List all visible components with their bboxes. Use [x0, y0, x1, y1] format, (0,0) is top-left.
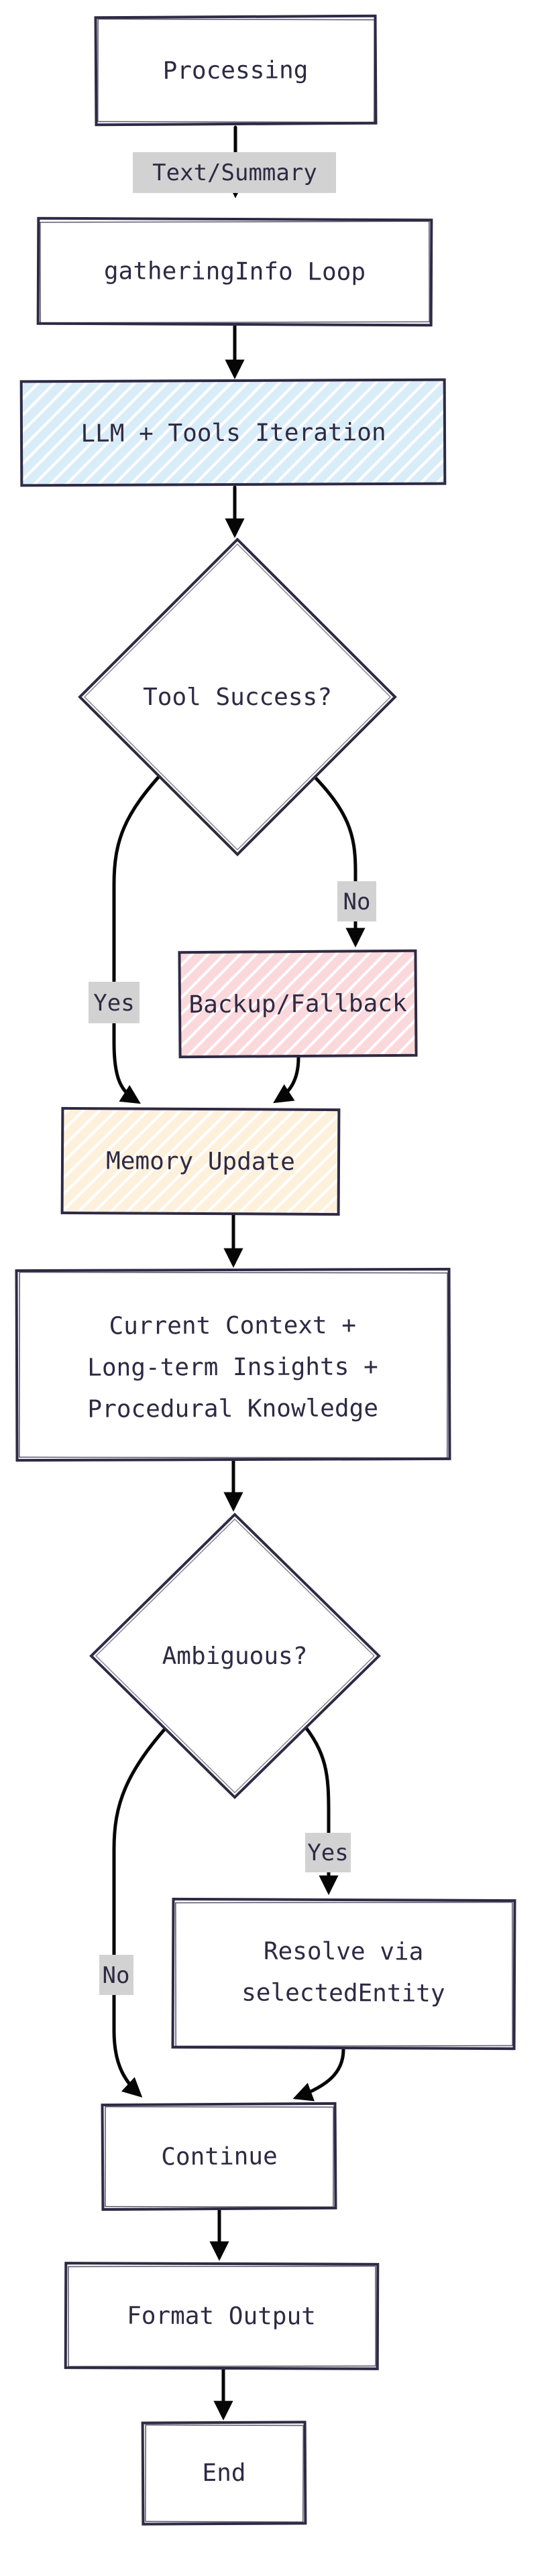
ambiguous-diamond [89, 1512, 381, 1799]
edge-label-ambiguous-no: No [99, 1955, 133, 1995]
llm-tools-box [19, 378, 447, 487]
ambiguous-yes-label-text: Yes [307, 1840, 348, 1866]
edge-label-text-summary: Text/Summary [133, 152, 336, 193]
node-memory-update: Memory Update [60, 1106, 341, 1216]
context-label-line2: Long-term Insights + [87, 1353, 378, 1382]
resolve-label-line1: Resolve via [264, 1937, 424, 1966]
processing-label: Processing [163, 56, 309, 84]
processing-box-sketch-line [97, 18, 376, 123]
memory-update-label: Memory Update [106, 1147, 295, 1175]
node-format-output: Format Output [64, 2262, 380, 2370]
end-label: End [202, 2459, 245, 2487]
edge-ambiguous-no-to-continue [112, 1715, 178, 2098]
backup-label: Backup/Fallback [188, 990, 407, 1019]
node-resolve: Resolve via selectedEntity [171, 1897, 516, 2051]
continue-label: Continue [161, 2142, 278, 2171]
ambiguous-label: Ambiguous? [162, 1643, 308, 1670]
llm-tools-label: LLM + Tools Iteration [80, 419, 386, 448]
ambiguous-yes-label-bg [305, 1833, 351, 1872]
node-end: End [141, 2421, 307, 2526]
processing-box [94, 14, 378, 127]
toolsuccess-no-label-bg [337, 881, 376, 921]
toolsuccess-no-label-text: No [343, 889, 371, 915]
continue-box-sketch-line [105, 2106, 334, 2208]
tool-success-diamond-sketch-line [84, 543, 391, 850]
gathering-loop-box [36, 216, 433, 327]
format-output-box-sketch-line [68, 2265, 376, 2368]
edge-resolve-to-continue [292, 2047, 345, 2102]
edge-label-toolsuccess-no: No [337, 881, 376, 921]
node-processing: Processing [94, 14, 378, 127]
resolve-box [171, 1897, 516, 2051]
memory-update-box [60, 1106, 341, 1216]
ambiguous-no-label-bg [99, 1955, 133, 1995]
node-gathering-loop: gatheringInfo Loop [36, 216, 433, 327]
end-box [141, 2421, 307, 2526]
text-summary-label-text: Text/Summary [152, 159, 317, 186]
edge-backup-to-memory [273, 1055, 300, 1104]
context-label-line3: Procedural Knowledge [87, 1395, 378, 1423]
edge-toolsuccess-no-to-backup [307, 769, 366, 948]
node-tool-success: Tool Success? [78, 537, 397, 856]
gathering-loop-label: gatheringInfo Loop [104, 257, 366, 286]
edge-toolsuccess-yes-to-memory [112, 769, 166, 1104]
format-output-box [64, 2262, 380, 2370]
node-backup: Backup/Fallback [178, 949, 418, 1059]
node-llm-tools: LLM + Tools Iteration [19, 378, 447, 487]
edges [112, 125, 366, 2421]
ambiguous-no-label-text: No [103, 1962, 130, 1989]
node-context: Current Context + Long-term Insights + P… [15, 1267, 451, 1462]
resolve-box-sketch-line [175, 1901, 513, 2047]
tool-success-label: Tool Success? [143, 684, 332, 711]
resolve-label-line2: selectedEntity [241, 1979, 445, 2007]
edge-label-ambiguous-yes: Yes [305, 1833, 351, 1872]
toolsuccess-yes-label-bg [89, 982, 140, 1023]
context-box-sketch-line [18, 1271, 449, 1459]
node-ambiguous: Ambiguous? [89, 1512, 381, 1799]
edge-ambiguous-yes-to-resolve [298, 1719, 339, 1895]
toolsuccess-yes-label-text: Yes [93, 990, 134, 1017]
continue-box [101, 2102, 337, 2211]
tool-success-diamond [78, 537, 397, 856]
edge-labels: Text/Summary No Yes Yes No [89, 152, 376, 1995]
node-continue: Continue [101, 2102, 337, 2211]
ambiguous-diamond-sketch-line [95, 1519, 375, 1793]
gathering-loop-box-sketch-line [40, 220, 431, 324]
context-box [15, 1267, 451, 1462]
format-output-label: Format Output [127, 2303, 316, 2331]
edge-label-toolsuccess-yes: Yes [89, 982, 140, 1023]
end-box-sketch-line [144, 2424, 304, 2523]
context-label-line1: Current Context + [109, 1311, 356, 1340]
backup-box [178, 949, 418, 1059]
text-summary-label-bg [133, 152, 336, 193]
